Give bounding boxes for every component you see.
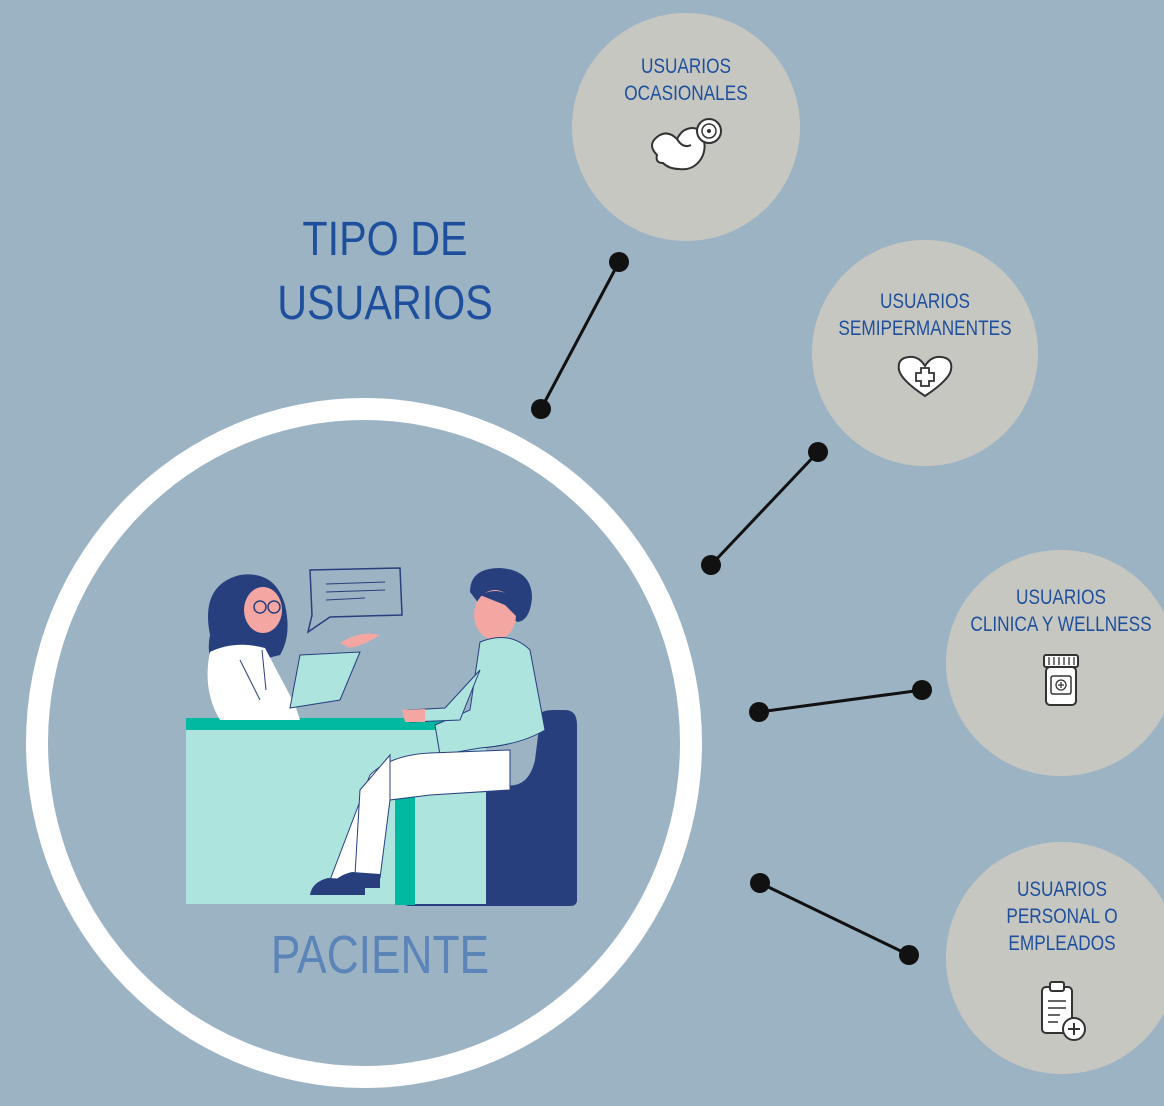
node-label: USUARIOS CLINICA Y WELLNESS [967,584,1156,638]
doctor-patient-illustration [186,567,577,906]
page-title: TIPO DE USUARIOS [260,208,509,336]
flexed-arm-icon [651,118,722,171]
node-usuarios-ocasionales: USUARIOS OCASIONALES [572,13,800,241]
node-usuarios-clinica-wellness: USUARIOS CLINICA Y WELLNESS [946,550,1164,776]
node-label: USUARIOS OCASIONALES [593,53,780,107]
node-label: USUARIOS PERSONAL O EMPLEADOS [967,876,1157,957]
node-label-line: PERSONAL O [1006,905,1118,928]
node-label-line: USUARIOS [880,290,970,313]
node-label-line: USUARIOS [1016,586,1106,609]
connector-1 [531,252,629,419]
node-usuarios-personal-empleados: USUARIOS PERSONAL O EMPLEADOS [946,842,1164,1074]
node-label: USUARIOS SEMIPERMANENTES [832,288,1017,342]
title-line-2: USUARIOS [277,277,493,330]
title-line-1: TIPO DE [302,213,468,266]
node-label-line: OCASIONALES [624,82,748,105]
connector-2 [701,442,828,575]
center-label: PACIENTE [270,925,490,985]
medical-clipboard-icon [1041,981,1086,1041]
pill-bottle-icon [1043,654,1079,706]
node-label-line: USUARIOS [1017,878,1107,901]
node-label-line: USUARIOS [641,55,731,78]
node-label-line: SEMIPERMANENTES [838,317,1012,340]
node-usuarios-semipermanentes: USUARIOS SEMIPERMANENTES [812,240,1038,466]
node-label-line: CLINICA Y WELLNESS [970,613,1152,636]
connector-3 [749,680,932,722]
node-label-line: EMPLEADOS [1008,932,1116,955]
heart-cross-icon [897,355,953,398]
connector-4 [750,873,919,965]
